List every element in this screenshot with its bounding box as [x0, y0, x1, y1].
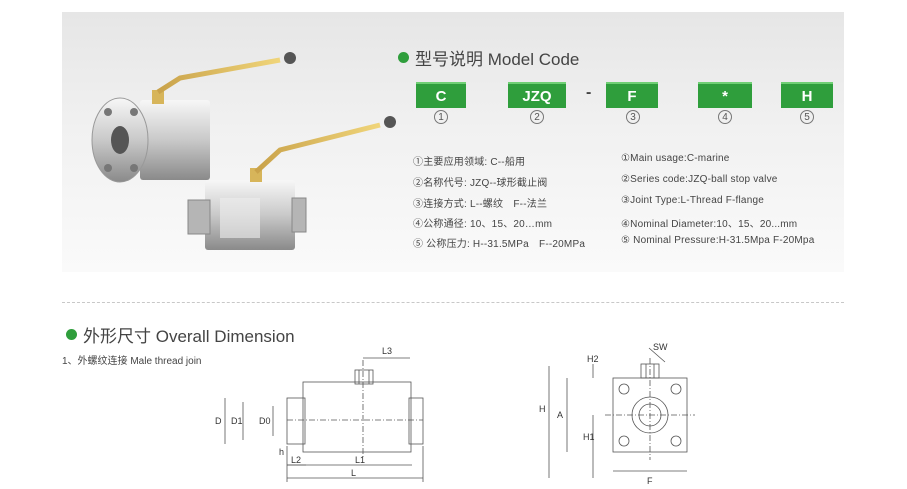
label-d0: D0 [259, 416, 271, 426]
label-h-small: h [279, 447, 284, 457]
desc-cn-diameter: ④公称通径: 10、15、20…mm [413, 219, 553, 230]
code-number: 3 [626, 110, 640, 124]
desc-cn-usage: ①主要应用领域: C--船用 [413, 157, 526, 168]
label-d: D [215, 416, 222, 426]
label-l3: L3 [382, 346, 392, 356]
desc-en-diameter: ④Nominal Diameter:10、15、20...mm [621, 219, 798, 230]
label-l: L [351, 468, 356, 478]
code-box-usage: C [416, 82, 466, 108]
label-a: A [557, 410, 563, 420]
dimension-title: 外形尺寸 Overall Dimension [83, 327, 295, 346]
code-dash: - [586, 84, 592, 101]
label-f: F [647, 476, 653, 486]
code-box-series: JZQ [508, 82, 566, 108]
code-number: 4 [718, 110, 732, 124]
code-box-diameter: * [698, 82, 752, 108]
desc-en-pressure: ⑤ Nominal Pressure:H-31.5Mpa F-20Mpa [621, 235, 815, 246]
dimension-heading: 外形尺寸 Overall Dimension [66, 322, 295, 347]
dimension-subtitle: 1、外螺纹连接 Male thread join [62, 356, 202, 367]
desc-cn-pressure: ⑤ 公称压力: H--31.5MPa F--20MPa [413, 239, 586, 250]
code-number: 5 [800, 110, 814, 124]
code-number: 1 [434, 110, 448, 124]
label-d1: D1 [231, 416, 243, 426]
code-box-joint: F [606, 82, 658, 108]
dimension-drawing: L3 D D1 D0 h L2 L1 L H2 SW H A H1 F [215, 342, 695, 486]
section-divider [62, 302, 844, 303]
code-number: 2 [530, 110, 544, 124]
label-l1: L1 [355, 455, 365, 465]
model-code-title: 型号说明 Model Code [415, 50, 580, 69]
desc-cn-joint: ③连接方式: L--螺纹 F--法兰 [413, 199, 548, 210]
desc-cn-series: ②名称代号: JZQ--球形截止阀 [413, 178, 548, 189]
label-h: H [539, 404, 546, 414]
code-box-pressure: H [781, 82, 833, 108]
bullet-dot-icon [66, 329, 77, 340]
model-code-heading: 型号说明 Model Code [398, 45, 579, 70]
bullet-dot-icon [398, 52, 409, 63]
label-h2: H2 [587, 354, 599, 364]
desc-en-usage: ①Main usage:C-marine [621, 153, 730, 164]
valve-product-photo [91, 52, 396, 250]
desc-en-joint: ③Joint Type:L-Thread F-flange [621, 195, 764, 206]
label-h1: H1 [583, 432, 595, 442]
label-l2: L2 [291, 455, 301, 465]
desc-en-series: ②Series code:JZQ-ball stop valve [621, 174, 778, 185]
label-sw: SW [653, 342, 668, 352]
